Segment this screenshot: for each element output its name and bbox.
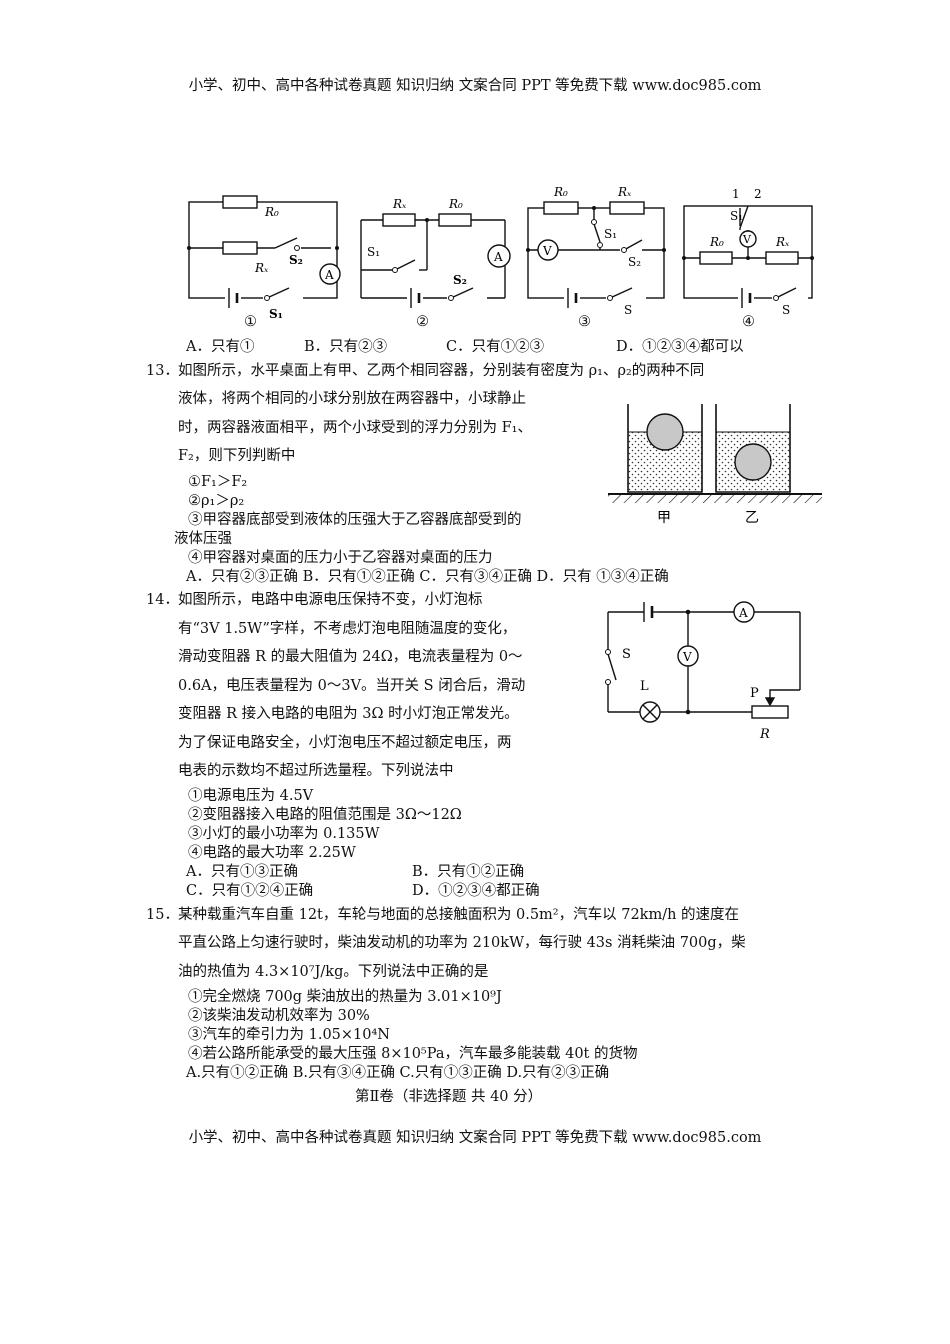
q15-statement-3: ③汽车的牵引力为 1.05×10⁴N — [188, 1027, 390, 1043]
label-s2: S₂ — [453, 273, 467, 287]
q12-option-b: B．只有②③ — [304, 339, 388, 355]
q15-line-3: 油的热值为 4.3×10⁷J/kg。下列说法中正确的是 — [178, 964, 489, 980]
ammeter-label: A — [324, 268, 334, 282]
label-rx: Rₓ — [617, 185, 632, 199]
q15-line-2: 平直公路上匀速行驶时，柴油发动机的功率为 210kW，每行驶 43s 消耗柴油 … — [178, 935, 746, 951]
ammeter-label: A — [738, 606, 748, 620]
q14-statement-4: ④电路的最大功率 2.25W — [188, 845, 356, 861]
q12-option-d: D．①②③④都可以 — [616, 339, 744, 355]
label-r0: R₀ — [553, 185, 568, 199]
label-s2: S₂ — [289, 253, 303, 267]
label-s1: S₁ — [730, 209, 743, 223]
q14-line-6: 为了保证电路安全，小灯泡电压不超过额定电压，两 — [178, 735, 512, 751]
container-yi-label: 乙 — [745, 510, 759, 526]
q15-options: A.只有①②正确 B.只有③④正确 C.只有①③正确 D.只有②③正确 — [186, 1065, 610, 1081]
page-footer: 小学、初中、高中各种试卷真题 知识归纳 文案合同 PPT 等免费下载 www.d… — [188, 1130, 762, 1146]
label-r0: R₀ — [448, 197, 463, 211]
q15-statement-4: ④若公路所能承受的最大压强 8×10⁵Pa，汽车最多能装载 40t 的货物 — [188, 1046, 638, 1062]
q14-number: 14． — [146, 592, 179, 608]
label-rx: Rₓ — [392, 197, 407, 211]
label-s1: S₁ — [269, 307, 283, 321]
q14-option-b: B．只有①②正确 — [412, 864, 525, 880]
q15-line-1: 某种载重汽车自重 12t，车轮与地面的总接触面积为 0.5m²，汽车以 72km… — [178, 907, 740, 923]
q14-option-d: D．①②③④都正确 — [412, 883, 540, 899]
circuit-label-2: ② — [416, 314, 429, 330]
circuit-diagram-2: Rₓ R₀ S₁ A S₂ — [360, 197, 511, 308]
voltmeter-label: V — [742, 233, 752, 246]
circuit-diagram-4: 1 2 S₁ V R₀ Rₓ S — [682, 187, 814, 317]
q13-line-2: 液体，将两个相同的小球分别放在两容器中，小球静止 — [178, 391, 526, 407]
switch-position-1: 1 — [732, 187, 740, 201]
label-s1: S₁ — [367, 245, 380, 259]
q13-options: A．只有②③正确 B．只有①②正确 C．只有③④正确 D．只有 ①③④正确 — [186, 569, 669, 585]
q14-option-c: C．只有①②④正确 — [186, 883, 314, 899]
q13-statement-3-cont: 液体压强 — [174, 531, 232, 547]
voltmeter-label: V — [682, 650, 692, 664]
switch-position-2: 2 — [754, 187, 762, 201]
q13-line-3: 时，两容器液面相平，两个小球受到的浮力分别为 F₁、 — [178, 420, 532, 436]
label-rx: Rₓ — [775, 235, 790, 249]
switch-label: S — [622, 647, 631, 662]
q13-number: 13． — [146, 363, 179, 379]
label-s1: S₁ — [604, 227, 617, 241]
voltmeter-label: V — [542, 244, 552, 258]
q14-line-7: 电表的示数均不超过所选量程。下列说法中 — [178, 763, 454, 779]
q15-statement-1: ①完全燃烧 700g 柴油放出的热量为 3.01×10⁹J — [188, 989, 502, 1005]
q14-line-5: 变阻器 R 接入电路的电阻为 3Ω 时小灯泡正常发光。 — [178, 706, 519, 722]
circuit-label-1: ① — [244, 314, 257, 330]
q14-line-1: 如图所示，电路中电源电压保持不变，小灯泡标 — [178, 592, 483, 608]
q14-statement-2: ②变阻器接入电路的阻值范围是 3Ω～12Ω — [188, 807, 462, 823]
section-2-title: 第Ⅱ卷（非选择题 共 40 分） — [355, 1089, 543, 1105]
q15-number: 15． — [146, 907, 179, 923]
circuit-diagram-3: R₀ Rₓ S₁ V S₂ S — [526, 185, 666, 317]
label-s: S — [624, 303, 632, 317]
circuit-label-3: ③ — [578, 314, 591, 330]
label-r0: R₀ — [709, 235, 724, 249]
label-r0: R₀ — [264, 205, 279, 219]
slider-label: P — [750, 686, 759, 701]
circuit-diagram-1: R₀ Rₓ S₂ A S₁ — [187, 195, 341, 321]
q14-statement-3: ③小灯的最小功率为 0.135W — [188, 826, 380, 842]
lamp-label: L — [640, 679, 649, 694]
q14-statement-1: ①电源电压为 4.5V — [188, 788, 314, 804]
container-jia-label: 甲 — [657, 510, 671, 526]
q13-line-4: F₂，则下列判断中 — [178, 448, 296, 464]
q14-line-4: 0.6A，电压表量程为 0～3V。当开关 S 闭合后，滑动 — [178, 678, 526, 694]
q13-statement-3: ③甲容器底部受到液体的压强大于乙容器底部受到的 — [188, 512, 522, 528]
q13-statement-2: ②ρ₁＞ρ₂ — [188, 493, 245, 509]
containers-figure: 甲 乙 — [608, 404, 822, 526]
ammeter-label: A — [493, 250, 503, 264]
label-s2: S₂ — [628, 255, 641, 269]
label-rx: Rₓ — [254, 261, 269, 275]
label-s: S — [782, 303, 790, 317]
rheostat-label: R — [759, 727, 770, 742]
page-header: 小学、初中、高中各种试卷真题 知识归纳 文案合同 PPT 等免费下载 www.d… — [188, 78, 762, 94]
q15-statement-2: ②该柴油发动机效率为 30% — [188, 1008, 370, 1024]
q14-line-2: 有“3V 1.5W”字样，不考虑灯泡电阻随温度的变化， — [178, 621, 517, 637]
q12-option-c: C．只有①②③ — [446, 339, 545, 355]
q12-option-a: A．只有① — [186, 339, 255, 355]
q13-statement-4: ④甲容器对桌面的压力小于乙容器对桌面的压力 — [188, 550, 493, 566]
q13-line-1: 如图所示，水平桌面上有甲、乙两个相同容器，分别装有密度为 ρ₁、ρ₂的两种不同 — [178, 363, 705, 379]
q14-option-a: A．只有①③正确 — [186, 864, 298, 880]
q14-line-3: 滑动变阻器 R 的最大阻值为 24Ω，电流表量程为 0～ — [178, 649, 523, 665]
circuit-diagram-q14: A V S L P R — [605, 601, 801, 742]
q13-statement-1: ①F₁＞F₂ — [188, 474, 248, 490]
circuit-label-4: ④ — [742, 314, 755, 330]
